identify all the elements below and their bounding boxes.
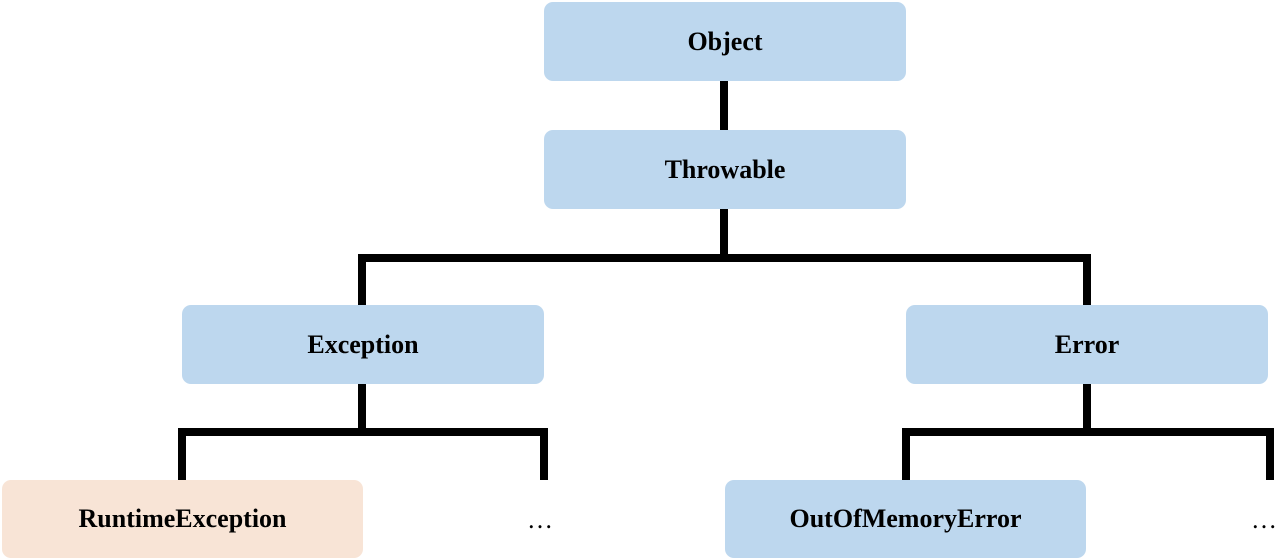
node-runtime-exception: RuntimeException [2, 480, 363, 558]
node-object: Object [544, 2, 906, 81]
node-exception: Exception [182, 305, 544, 384]
node-error: Error [906, 305, 1268, 384]
node-error-more: … [1251, 505, 1277, 534]
node-throwable: Throwable [544, 130, 906, 209]
node-out-of-memory-error: OutOfMemoryError [725, 480, 1086, 558]
connector-error-children [902, 383, 1274, 480]
connector-exception-children [178, 383, 548, 480]
node-exception-more: … [527, 505, 553, 534]
connector-throwable-children [358, 208, 1091, 306]
